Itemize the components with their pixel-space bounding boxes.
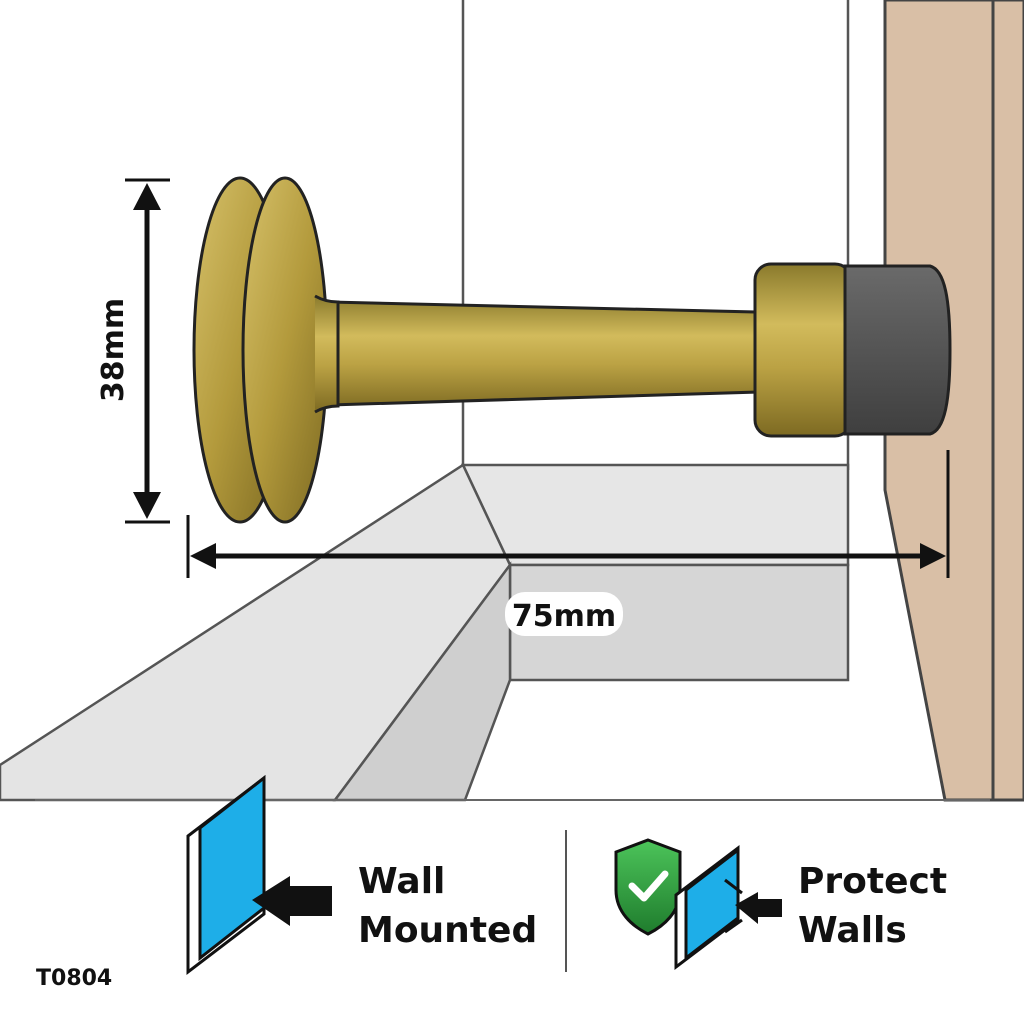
protect-walls-icon — [614, 838, 782, 971]
height-label: 38mm — [96, 298, 131, 402]
shield-check-icon — [614, 838, 682, 936]
feature-protect-walls: Protect Walls — [614, 838, 947, 971]
feature-wall-line1: Wall — [358, 861, 445, 902]
feature-wall-mounted: Wall Mounted — [186, 774, 537, 976]
product-code: T0804 — [36, 966, 112, 991]
height-dimension: 38mm — [96, 178, 170, 524]
feature-wall-line2: Mounted — [358, 910, 537, 951]
door-stop — [192, 176, 952, 524]
floor-threshold — [461, 463, 850, 567]
feature-protect-line2: Walls — [798, 910, 907, 951]
wall-mount-icon — [186, 774, 332, 976]
feature-protect-line1: Protect — [798, 861, 947, 902]
length-dimension: 75mm — [186, 450, 950, 636]
length-label: 75mm — [512, 599, 616, 634]
